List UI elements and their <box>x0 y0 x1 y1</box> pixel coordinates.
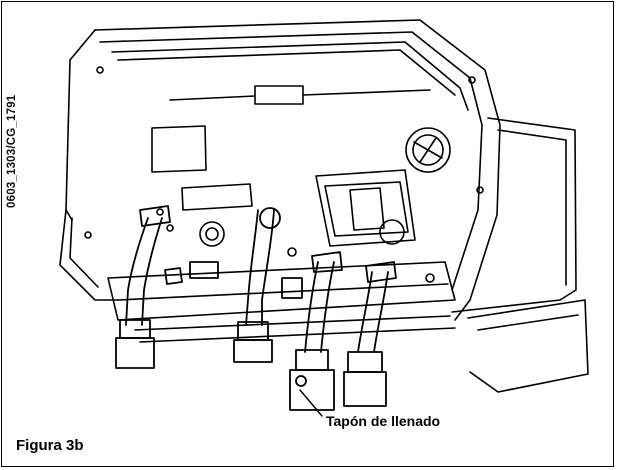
figure-caption: Figura 3b <box>16 437 84 454</box>
filling-plug-callout: Tapón de llenado <box>326 413 441 429</box>
callout-leader-line <box>299 389 323 417</box>
boiler-casing <box>59 19 589 393</box>
manifold-rail <box>107 261 456 343</box>
pipe-connections <box>115 205 397 411</box>
